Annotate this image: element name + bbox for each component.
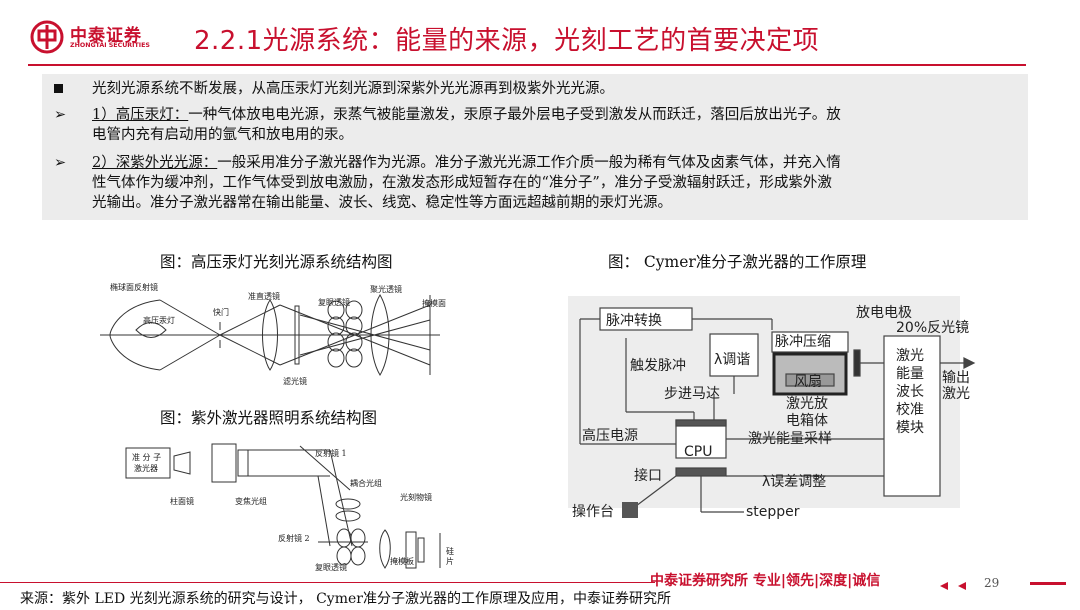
label-cylindrical-lens: 柱面镜	[170, 496, 194, 506]
arrow-bullet-icon: ➢	[54, 155, 67, 171]
footer-brand: 中泰证券研究所 专业|领先|深度|诚信	[650, 573, 881, 589]
label-energy-sample: 激光能量采样	[748, 430, 832, 447]
label-reflector: 20%反光镜	[896, 320, 969, 336]
bullet-label: 2）深紫外光光源：	[92, 155, 218, 171]
collimator-lens	[262, 299, 278, 371]
logo-icon	[30, 20, 64, 54]
lamp-shape	[135, 322, 167, 338]
header-divider	[28, 64, 1026, 66]
bullet-label: 1）高压汞灯：	[92, 107, 189, 123]
figure-caption-uv-illumination: 图：紫外激光器照明系统结构图	[160, 409, 378, 427]
label-module-line1: 激光	[896, 347, 924, 364]
bullet-line: 一种气体放电电光源，汞蒸气被能量激发，汞原子最外层电子受到激发从而跃迁，落回后放…	[188, 107, 841, 123]
calibration-module-box	[883, 335, 941, 497]
label-electrode: 放电电极	[856, 305, 912, 321]
label-module-line3: 波长	[896, 384, 924, 400]
label-ellipsoid-mirror: 椭球面反射镜	[110, 282, 158, 292]
source-note: 来源：紫外 LED 光刻光源系统的研究与设计， Cymer准分子激光器的工作原理…	[20, 591, 671, 607]
label-output-line1: 输出	[942, 370, 970, 386]
label-error-adjust: λ误差调整	[762, 474, 826, 490]
bullet-mercury-lamp: ➢ 1）高压汞灯：一种气体放电电光源，汞蒸气被能量激发，汞原子最外层电子受到激发…	[54, 105, 1024, 147]
label-condenser: 聚光透镜	[370, 284, 402, 294]
label-coupling-group: 耦合光组	[350, 478, 382, 488]
page-number: 29	[984, 576, 1000, 590]
bullet-duv-source: ➢ 2）深紫外光光源：一般采用准分子激光器作为光源。准分子激光光源工作介质一般为…	[54, 153, 1024, 217]
tuning-box	[709, 333, 759, 377]
figure-caption-cymer: 图： Cymer准分子激光器的工作原理	[608, 253, 867, 271]
label-pulse-convert: 脉冲转换	[606, 312, 662, 329]
header: 中泰证券 ZHONGTAI SECURITIES 2.2.1光源系统：能量的来源…	[0, 0, 1080, 68]
label-module-line5: 模块	[896, 420, 924, 436]
brand-name-en: ZHONGTAI SECURITIES	[70, 42, 150, 49]
label-box-line2: 电箱体	[786, 413, 828, 429]
arrow-bullet-icon: ➢	[54, 107, 67, 123]
label-projection-lens: 光刻物镜	[400, 492, 432, 502]
label-output-line2: 激光	[942, 385, 970, 402]
mercury-lamp-diagram: 椭球面反射镜 高压汞灯 快门 准直透镜 复眼透镜 聚光透镜 掩模面 滤光镜	[100, 282, 446, 386]
label-mirror-1: 反射镜 1	[315, 448, 347, 458]
square-bullet-icon	[54, 79, 63, 99]
summary-panel: 光刻光源系统不断发展，从高压汞灯光刻光源到深紫外光光源再到极紫外光光源。 ➢ 1…	[42, 74, 1028, 220]
label-stepper-motor: 步进马达	[664, 386, 720, 402]
bullet-text: 光刻光源系统不断发展，从高压汞灯光刻光源到深紫外光光源再到极紫外光光源。	[92, 81, 614, 97]
label-mask-plane: 掩模面	[422, 298, 446, 308]
console-icon	[622, 502, 638, 518]
label-fly-eye: 复眼透镜	[318, 297, 350, 307]
figure-caption-mercury: 图：高压汞灯光刻光源系统结构图	[160, 253, 393, 271]
uv-illumination-diagram: 准 分 子 激光器 柱面镜 变焦光组 反射镜 1 耦合光组 光刻物镜 反射镜 2…	[125, 443, 454, 572]
footer-decoration-icon	[940, 582, 1066, 590]
label-mercury-lamp: 高压汞灯	[143, 315, 175, 325]
bullet-line: 性气体作为缓冲剂，工作气体受到放电激励，在激发态形成短暂存在的“准分子”，准分子…	[92, 175, 832, 191]
label-wafer-line2: 片	[446, 556, 454, 566]
label-mask-plate: 掩模板	[390, 556, 414, 566]
cymer-laser-diagram: 脉冲转换 放电电极 脉冲压缩 20%反光镜 触发脉冲 λ调谐 风扇 步进马达 激…	[568, 296, 976, 520]
label-shutter: 快门	[213, 307, 229, 317]
label-stepper: stepper	[746, 504, 800, 520]
label-trigger-pulse: 触发脉冲	[630, 358, 686, 374]
slide-title: 2.2.1光源系统：能量的来源，光刻工艺的首要决定项	[194, 26, 820, 56]
label-hv-supply: 高压电源	[582, 427, 638, 444]
bullet-line: 一般采用准分子激光器作为光源。准分子激光光源工作介质一般为稀有气体及卤素气体，并…	[217, 155, 841, 171]
label-laser-line1: 准 分 子	[132, 452, 161, 462]
bullet-line: 电管内充有启动用的氩气和放电用的汞。	[92, 127, 353, 143]
label-filter: 滤光镜	[283, 376, 307, 386]
label-interface: 接口	[634, 467, 662, 484]
label-cpu: CPU	[684, 444, 712, 460]
label-laser-line2: 激光器	[134, 463, 158, 473]
label-tuning: λ调谐	[714, 352, 750, 368]
footer-divider	[0, 582, 655, 583]
label-console: 操作台	[572, 504, 614, 520]
label-zoom-group: 变焦光组	[235, 496, 267, 506]
label-module-line4: 校准	[896, 401, 924, 418]
brand-logo: 中泰证券 ZHONGTAI SECURITIES	[30, 20, 170, 60]
brand-name-cn: 中泰证券	[70, 26, 142, 46]
label-wafer-line1: 硅	[446, 546, 454, 556]
bullet-line: 光输出。准分子激光器常在输出能量、波长、线宽、稳定性等方面远超越前期的汞灯光源。	[92, 195, 672, 211]
label-collimator: 准直透镜	[248, 291, 280, 301]
label-box-line1: 激光放	[786, 395, 828, 412]
condenser-lens	[370, 294, 390, 376]
label-fan: 风扇	[794, 374, 822, 390]
label-mirror-2: 反射镜 2	[278, 533, 310, 543]
label-module-line2: 能量	[896, 366, 924, 382]
label-pulse-compress: 脉冲压缩	[775, 334, 831, 350]
label-fly-eye-2: 复眼透镜	[315, 562, 347, 572]
